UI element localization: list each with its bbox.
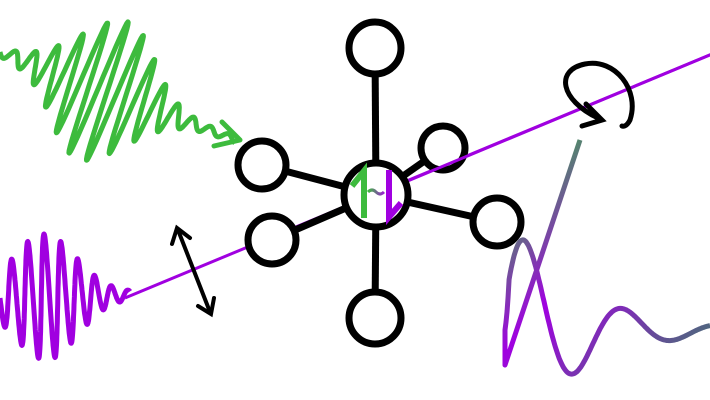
- rotation-ellipse-arrow-icon: [563, 60, 635, 129]
- coupling-tilde-icon: [366, 188, 386, 196]
- node-right-top: [417, 122, 469, 174]
- purple-wave-packet: [0, 231, 133, 361]
- center-node: [340, 159, 412, 231]
- green-wave-packet: [0, 19, 237, 163]
- polarization-double-arrow-icon: [170, 224, 216, 318]
- damped-oscillation-signal: [502, 139, 710, 377]
- node-left-top: [234, 137, 290, 193]
- spin-down-arrow-icon: [386, 170, 404, 226]
- node-left-bottom: [244, 212, 300, 268]
- node-right: [469, 194, 525, 250]
- spin-up-arrow-icon: [349, 162, 367, 218]
- green-arrowhead-icon: [211, 119, 243, 149]
- node-bottom: [345, 288, 405, 348]
- beam-through-center: [349, 53, 710, 207]
- node-top: [345, 18, 405, 78]
